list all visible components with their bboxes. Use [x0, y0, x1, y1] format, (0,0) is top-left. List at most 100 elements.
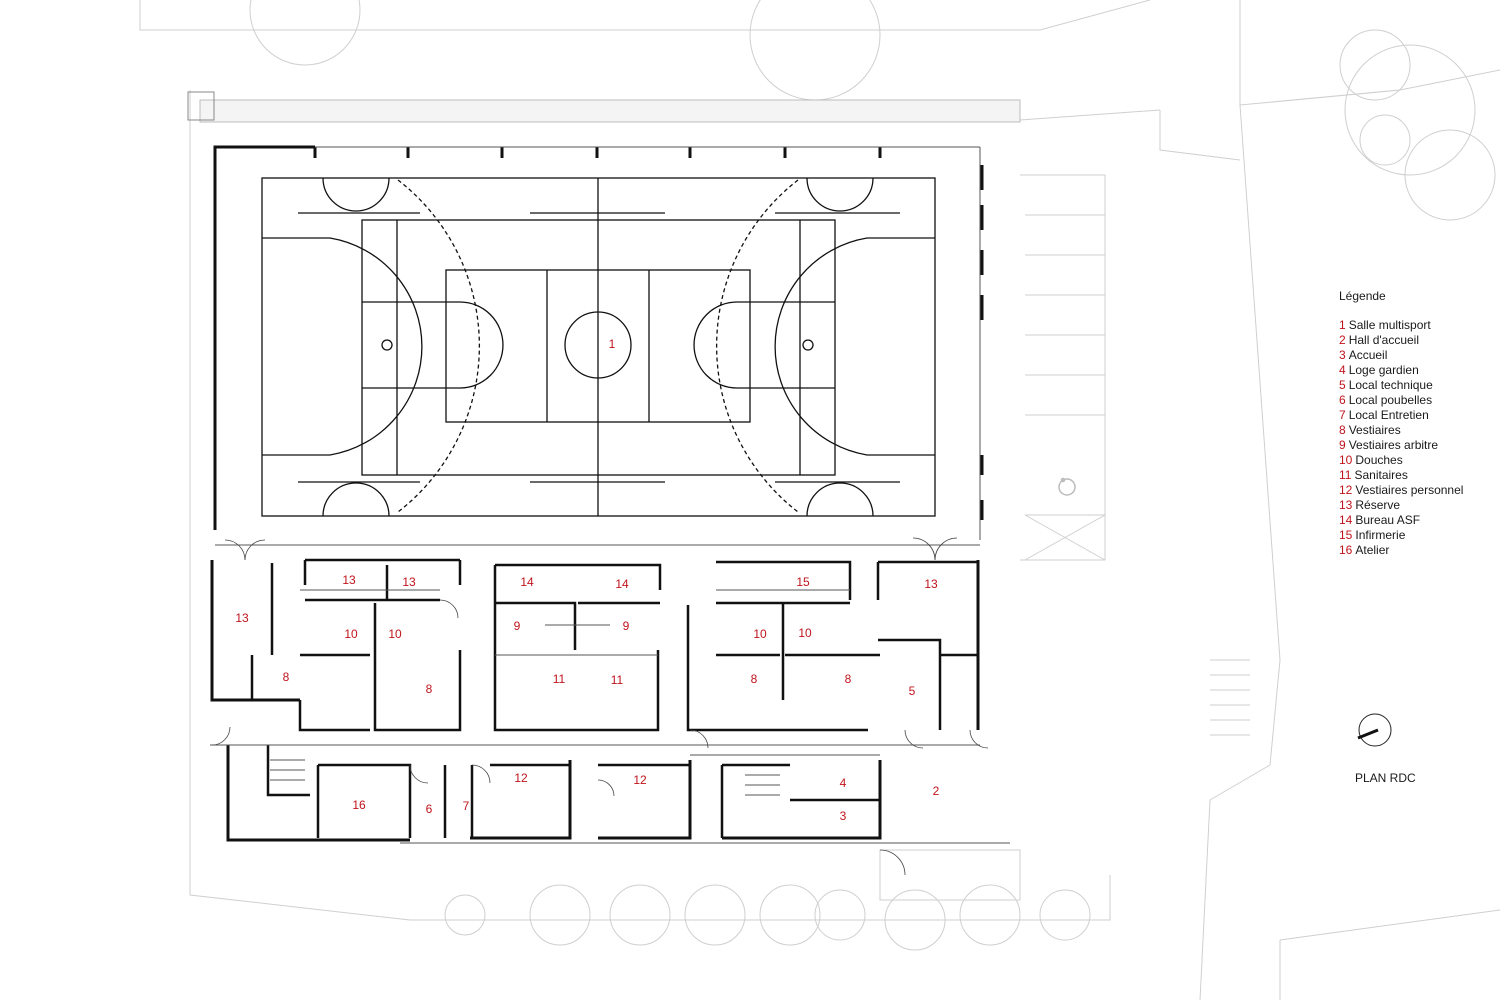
legend-item-label: Vestiaires personnel [1355, 483, 1464, 497]
legend-item-label: Vestiaires arbitre [1348, 438, 1439, 452]
room-label-8: 8 [283, 670, 290, 684]
room-label-10: 10 [388, 627, 402, 641]
room-label-10: 10 [753, 627, 767, 641]
walls [210, 145, 980, 842]
room-label-12: 12 [633, 773, 647, 787]
thin-partitions [210, 589, 1010, 844]
room-label-13: 13 [235, 611, 249, 625]
tree [759, 884, 821, 946]
tree [884, 889, 946, 951]
legend-item-number: 14 [1339, 513, 1353, 527]
tree [249, 0, 361, 66]
legend-item-label: Bureau ASF [1355, 513, 1421, 527]
room-label-13: 13 [342, 573, 356, 587]
legend-item-number: 4 [1339, 363, 1346, 377]
bike-racks [1210, 659, 1250, 736]
legend-item-number: 15 [1339, 528, 1353, 542]
tree [1344, 44, 1476, 176]
legend-item-number: 6 [1339, 393, 1346, 407]
door-swings [211, 537, 989, 876]
room-label-4: 4 [840, 776, 847, 790]
site-boundary [1239, 0, 1500, 106]
room-label-16: 16 [352, 798, 366, 812]
legend-item-number: 2 [1339, 333, 1346, 347]
tree [814, 889, 866, 941]
legend-item-label: Local poubelles [1348, 393, 1433, 407]
legend-item-number: 1 [1339, 318, 1346, 332]
room-label-3: 3 [840, 809, 847, 823]
legend-item-label: Accueil [1348, 348, 1388, 362]
plan-caption: PLAN RDC [1355, 771, 1416, 785]
tree [1404, 129, 1496, 221]
room-label-5: 5 [909, 684, 916, 698]
legend-item-label: Loge gardien [1348, 363, 1419, 377]
tree [529, 884, 591, 946]
site-boundary [1279, 909, 1500, 1000]
legend-item-number: 8 [1339, 423, 1346, 437]
top-terrace [199, 99, 1021, 123]
tree [749, 0, 881, 101]
legend-item-label: Réserve [1355, 498, 1401, 512]
court-markings [261, 177, 936, 517]
room-label-8: 8 [845, 672, 852, 686]
site-boundary [139, 0, 1151, 31]
stair-top [187, 91, 215, 121]
interior-walls [250, 558, 978, 838]
room-label-11: 11 [553, 672, 566, 686]
parking-lines [1025, 214, 1105, 516]
tree [1339, 29, 1411, 101]
room-label-9: 9 [514, 619, 521, 633]
legend-item-label: Infirmerie [1355, 528, 1406, 542]
legend-item-label: Sanitaires [1354, 468, 1408, 482]
room-label-10: 10 [798, 626, 812, 640]
legend-item-number: 11 [1339, 468, 1352, 482]
north-arrow-icon [1357, 713, 1392, 747]
tree [1039, 889, 1091, 941]
legend-item-number: 10 [1339, 453, 1353, 467]
legend-item-number: 13 [1339, 498, 1353, 512]
room-label-6: 6 [426, 802, 433, 816]
site-boundary [1159, 110, 1241, 161]
tree [959, 884, 1021, 946]
parking-lines [1024, 514, 1106, 561]
room-label-15: 15 [796, 575, 810, 589]
room-labels: 1 13 13 13 13 14 14 15 10 10 10 10 9 9 8… [235, 337, 939, 823]
legend-item-number: 7 [1339, 408, 1346, 422]
legend-title: Légende [1339, 289, 1386, 303]
room-label-10: 10 [344, 627, 358, 641]
room-label-8: 8 [426, 682, 433, 696]
room-label-7: 7 [463, 799, 470, 813]
tree [609, 884, 671, 946]
tree [684, 884, 746, 946]
legend-item-number: 3 [1339, 348, 1346, 362]
tree [1359, 114, 1411, 166]
room-label-13: 13 [924, 577, 938, 591]
site-context [139, 0, 1500, 1000]
legend-item-label: Atelier [1355, 543, 1390, 557]
room-label-11: 11 [611, 673, 624, 687]
legend-item-number: 5 [1339, 378, 1346, 392]
entrance-path [879, 849, 1021, 901]
legend-item-number: 12 [1339, 483, 1353, 497]
legend-item-label: Local Entretien [1348, 408, 1429, 422]
room-label-9: 9 [623, 619, 630, 633]
tree [444, 894, 486, 936]
room-label-14: 14 [615, 577, 629, 591]
room-label-8: 8 [751, 672, 758, 686]
